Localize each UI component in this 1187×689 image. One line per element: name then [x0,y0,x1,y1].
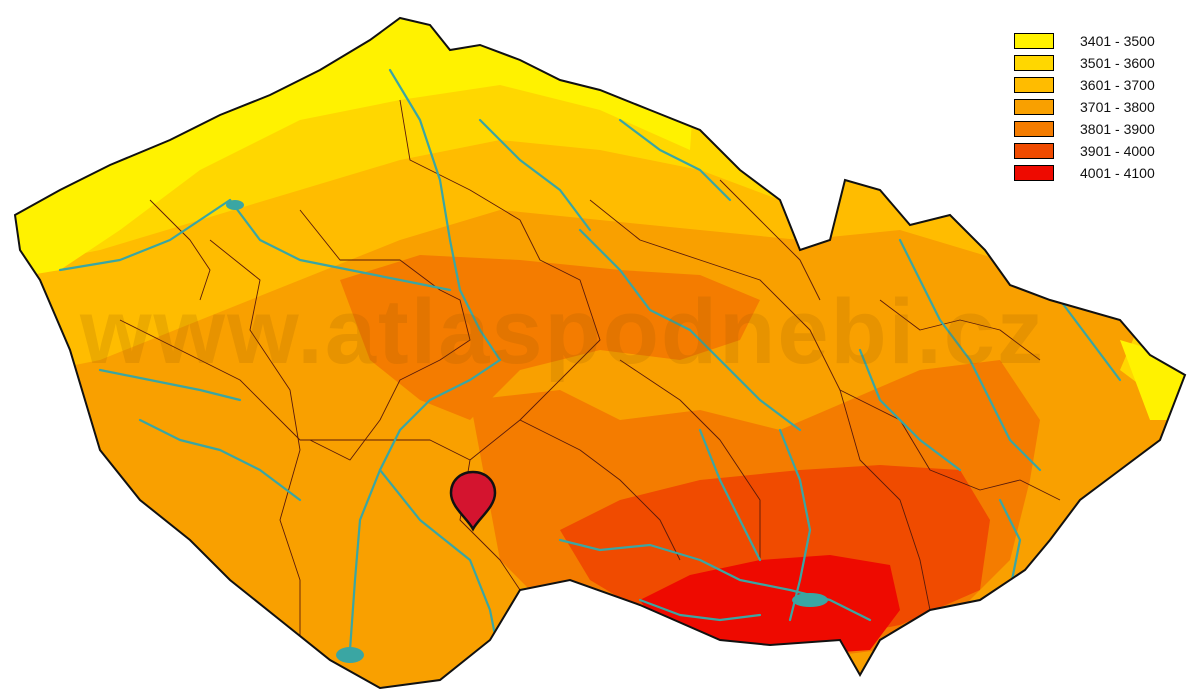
legend-label: 3901 - 4000 [1080,143,1155,159]
legend-label: 3401 - 3500 [1080,33,1155,49]
legend-label: 3601 - 3700 [1080,77,1155,93]
legend-swatch [1014,33,1054,49]
zone-4001-4100 [640,555,900,655]
legend: 3401 - 3500 3501 - 3600 3601 - 3700 3701… [1014,30,1187,184]
legend-swatch [1014,77,1054,93]
zone-3801-3900-west [340,255,760,420]
legend-label: 3501 - 3600 [1080,55,1155,71]
legend-swatch [1014,55,1054,71]
rivers [58,68,1122,663]
region-borders [119,99,1061,640]
legend-item: 3701 - 3800 [1014,96,1187,118]
legend-label: 3701 - 3800 [1080,99,1155,115]
legend-item: 3401 - 3500 [1014,30,1187,52]
legend-swatch [1014,121,1054,137]
legend-item: 3801 - 3900 [1014,118,1187,140]
legend-swatch [1014,99,1054,115]
legend-label: 4001 - 4100 [1080,165,1155,181]
legend-item: 3901 - 4000 [1014,140,1187,162]
map-pin-icon[interactable] [449,470,497,532]
legend-label: 3801 - 3900 [1080,121,1155,137]
legend-item: 3501 - 3600 [1014,52,1187,74]
zone-3401-3500 [15,18,1185,420]
legend-swatch [1014,165,1054,181]
legend-item: 4001 - 4100 [1014,162,1187,184]
legend-swatch [1014,143,1054,159]
legend-item: 3601 - 3700 [1014,74,1187,96]
